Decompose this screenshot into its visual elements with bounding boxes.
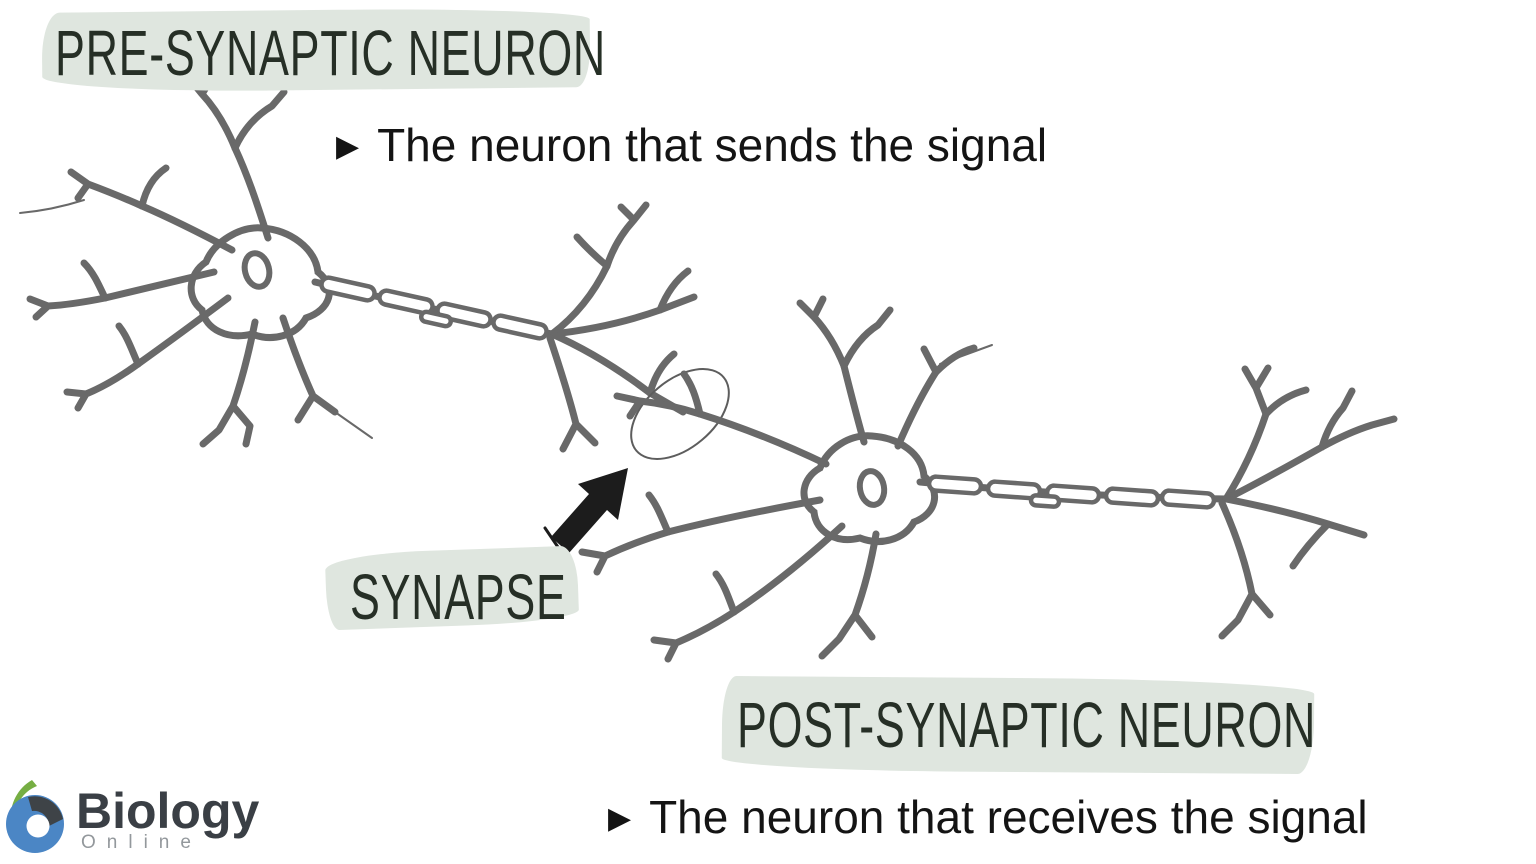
biology-online-logo-icon <box>6 780 64 853</box>
pre-myelin-sheath <box>319 275 549 341</box>
biology-online-logo: Biology Online <box>4 776 334 862</box>
post-synaptic-neuron-drawing <box>578 295 1398 663</box>
post-synaptic-description: The neuron that receives the signal <box>649 790 1368 843</box>
post-dendrites <box>578 295 993 663</box>
pre-synaptic-bullet-row: ▶ The neuron that sends the signal <box>336 112 1047 178</box>
triangle-right-icon: ▶ <box>336 129 360 164</box>
pre-nucleus <box>241 250 273 290</box>
logo-brand-text: Biology <box>76 783 260 839</box>
synapse-circle <box>630 368 730 460</box>
pre-synaptic-title: PRE-SYNAPTIC NEURON <box>55 17 606 89</box>
pre-dendrites <box>19 72 373 448</box>
post-synaptic-title: POST-SYNAPTIC NEURON <box>737 689 1317 761</box>
synapse-label: SYNAPSE <box>350 561 567 633</box>
post-axon-terminals <box>1218 364 1398 640</box>
pre-synaptic-description: The neuron that sends the signal <box>377 118 1048 171</box>
post-soma <box>800 432 938 545</box>
post-nucleus <box>856 468 888 508</box>
triangle-right-icon: ▶ <box>608 801 632 836</box>
sketch-arrow-icon <box>543 468 628 558</box>
post-myelin-sheath <box>926 474 1217 510</box>
pre-axon-terminals <box>546 201 698 453</box>
pre-soma <box>187 224 333 341</box>
logo-subtitle-text: Online <box>81 832 202 853</box>
post-synaptic-bullet-row: ▶ The neuron that receives the signal <box>608 782 1368 852</box>
